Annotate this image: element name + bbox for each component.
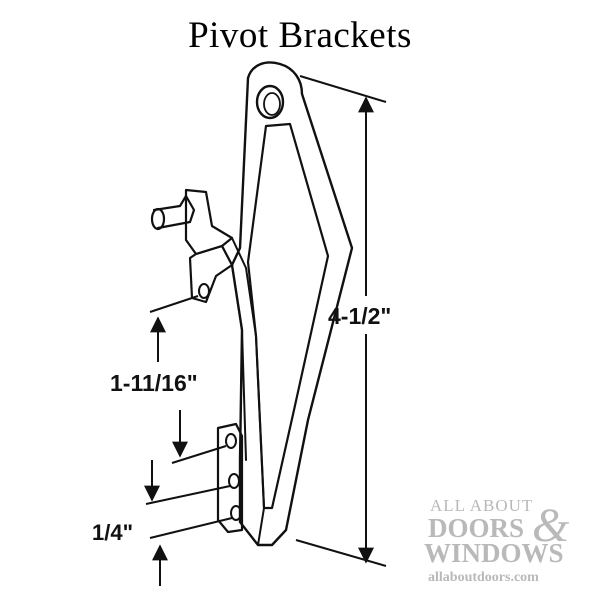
hole-ext-bottom <box>171 445 227 464</box>
top-hole <box>255 84 285 120</box>
small-spacing-label: 1/4" <box>92 520 134 545</box>
upper-tab-hole <box>198 283 210 299</box>
side-flange <box>231 237 265 546</box>
page-title: Pivot Brackets <box>188 15 412 56</box>
pivot-pin <box>152 194 196 230</box>
lower-hole-1 <box>225 433 237 449</box>
lower-hole-3 <box>230 505 242 521</box>
watermark-ampersand: & <box>532 499 570 552</box>
hole-spacing-label: 1-11/16" <box>110 370 198 396</box>
lower-hole-2 <box>228 473 240 489</box>
small-ext-top <box>145 485 231 505</box>
overall-ext-top <box>299 75 387 103</box>
watermark-line3: WINDOWS <box>424 538 564 568</box>
bracket-inner-panel <box>246 122 330 510</box>
watermark-line2: DOORS <box>428 513 525 543</box>
overall-length-label: 4-1/2" <box>328 303 392 329</box>
hole-ext-top <box>149 295 199 313</box>
small-ext-bottom <box>149 517 233 539</box>
watermark-url: allaboutdoors.com <box>428 570 539 585</box>
watermark-line1: ALL ABOUT <box>430 496 534 515</box>
lower-tab <box>216 422 244 534</box>
overall-ext-bottom <box>295 539 387 567</box>
